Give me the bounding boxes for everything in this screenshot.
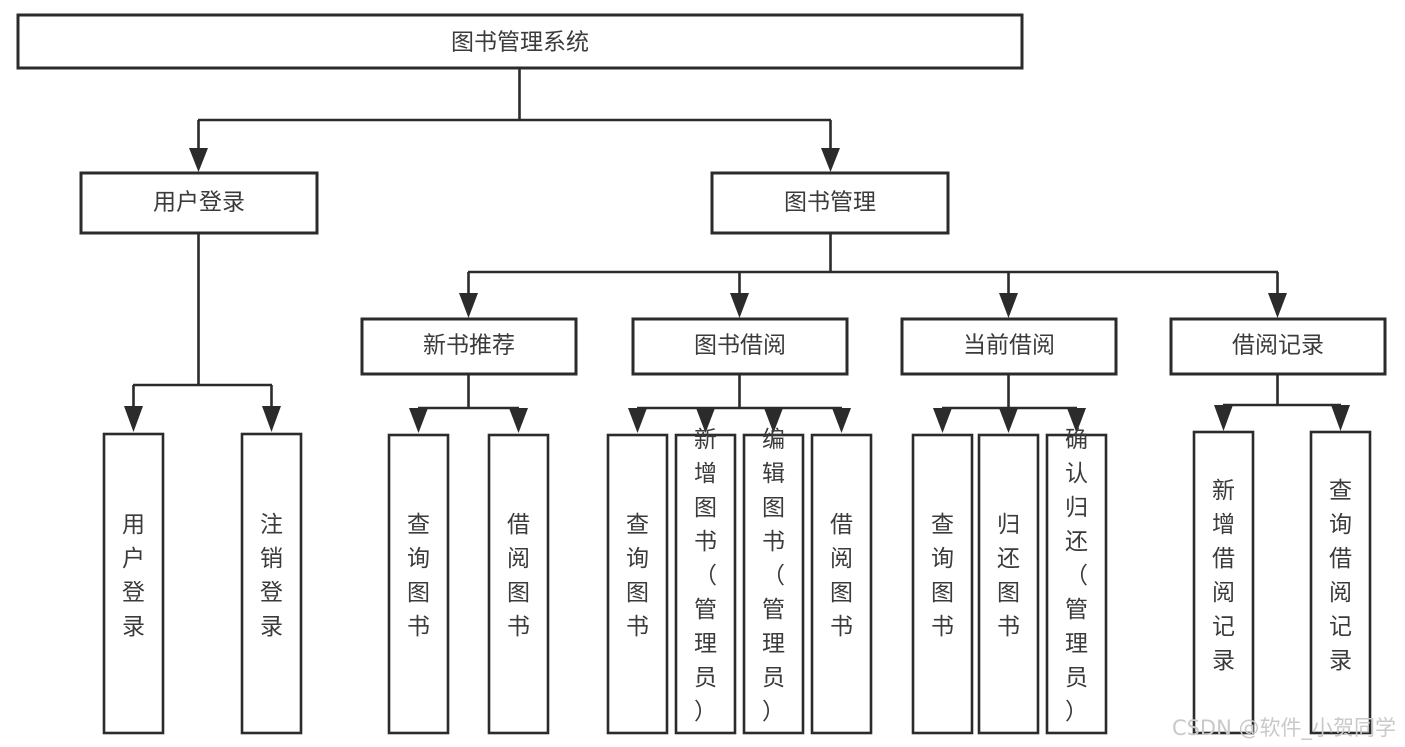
- arrow-root-to-userlogin: [189, 148, 208, 172]
- arrow-userlogin-leaf2: [262, 406, 281, 432]
- node-current-borrow[interactable]: 当前借阅: [900, 317, 1118, 376]
- leaf-book-borrow-2[interactable]: 编辑图书（管理员）: [742, 427, 805, 735]
- arrow-current-l3: [1067, 408, 1086, 433]
- arrow-record-l1: [1214, 405, 1233, 431]
- arrow-userlogin-leaf1: [124, 406, 143, 432]
- leaf-new-book-0[interactable]: 查询图书: [387, 433, 450, 735]
- leaf-book-borrow-0-label: 查询图书: [626, 512, 649, 640]
- leaf-current-borrow-1[interactable]: 归还图书: [977, 433, 1040, 735]
- leaf-new-book-1-box[interactable]: [487, 433, 550, 735]
- node-root-label: 图书管理系统: [451, 30, 589, 56]
- leaf-borrow-record-0-label: 新增借阅记录: [1212, 478, 1235, 674]
- node-borrow-record[interactable]: 借阅记录: [1169, 317, 1387, 376]
- node-user-login[interactable]: 用户登录: [79, 171, 319, 235]
- leaf-current-borrow-2-label: 确认归还（管理员）: [1065, 427, 1088, 725]
- arrow-current-l1: [933, 408, 952, 433]
- arrow-bookmgmt-record: [1268, 293, 1287, 318]
- arrow-bookmgmt-newbook: [459, 293, 478, 318]
- connector-layer: [124, 68, 1350, 433]
- leaf-current-borrow-1-label: 归还图书: [997, 512, 1020, 640]
- node-book-management[interactable]: 图书管理: [710, 171, 950, 235]
- leaf-book-borrow-1-label: 新增图书（管理员）: [694, 427, 717, 725]
- arrow-borrow-l2: [696, 408, 715, 433]
- leaf-borrow-record-1[interactable]: 查询借阅记录: [1309, 430, 1372, 735]
- leaf-user-login-1[interactable]: 注销登录: [240, 432, 303, 735]
- arrow-bookmgmt-current: [999, 293, 1018, 318]
- leaf-borrow-record-1-label: 查询借阅记录: [1329, 478, 1352, 674]
- leaf-user-login-0-box[interactable]: [102, 432, 165, 735]
- leaf-user-login-1-box[interactable]: [240, 432, 303, 735]
- leaf-current-borrow-2[interactable]: 确认归还（管理员）: [1045, 427, 1108, 735]
- node-book-borrow-box[interactable]: [631, 317, 849, 376]
- node-root[interactable]: 图书管理系统: [16, 13, 1024, 70]
- node-book-management-label: 图书管理: [784, 190, 876, 216]
- leaf-book-borrow-0-box[interactable]: [606, 433, 669, 735]
- leaf-book-borrow-3-label: 借阅图书: [830, 512, 853, 640]
- leaf-book-borrow-0[interactable]: 查询图书: [606, 433, 669, 735]
- leaf-book-borrow-2-box[interactable]: [742, 433, 805, 735]
- leaf-book-borrow-1-box[interactable]: [674, 433, 737, 735]
- leaf-borrow-record-0-box[interactable]: [1192, 430, 1255, 735]
- leaf-new-book-0-label: 查询图书: [407, 512, 430, 640]
- leaf-current-borrow-0-label: 查询图书: [931, 512, 954, 640]
- node-new-book-recommend-box[interactable]: [360, 317, 578, 376]
- leaf-borrow-record-0[interactable]: 新增借阅记录: [1192, 430, 1255, 735]
- node-book-borrow[interactable]: 图书借阅: [631, 317, 849, 376]
- leaf-current-borrow-0-box[interactable]: [911, 433, 974, 735]
- leaf-new-book-1[interactable]: 借阅图书: [487, 433, 550, 735]
- leaf-book-borrow-2-label: 编辑图书（管理员）: [762, 427, 785, 725]
- node-new-book-recommend[interactable]: 新书推荐: [360, 317, 578, 376]
- node-new-book-recommend-label: 新书推荐: [423, 333, 515, 359]
- arrow-bookmgmt-borrow: [730, 293, 749, 318]
- arrow-record-l2: [1331, 405, 1350, 431]
- node-current-borrow-box[interactable]: [900, 317, 1118, 376]
- leaf-book-borrow-1[interactable]: 新增图书（管理员）: [674, 427, 737, 735]
- leaf-new-book-0-box[interactable]: [387, 433, 450, 735]
- node-current-borrow-label: 当前借阅: [963, 333, 1055, 359]
- arrow-borrow-l3: [764, 408, 783, 433]
- node-book-management-box[interactable]: [710, 171, 950, 235]
- csdn-watermark: CSDN @软件_小贺同学: [1172, 716, 1396, 741]
- node-root-box[interactable]: [16, 13, 1024, 70]
- node-book-borrow-label: 图书借阅: [694, 333, 786, 359]
- leaf-book-borrow-3[interactable]: 借阅图书: [810, 433, 873, 735]
- leaf-new-book-1-label: 借阅图书: [507, 512, 530, 640]
- leaf-current-borrow-2-box[interactable]: [1045, 433, 1108, 735]
- leaf-user-login-1-label: 注销登录: [260, 512, 283, 640]
- leaf-current-borrow-1-box[interactable]: [977, 433, 1040, 735]
- leaf-book-borrow-3-box[interactable]: [810, 433, 873, 735]
- leaf-current-borrow-0[interactable]: 查询图书: [911, 433, 974, 735]
- node-borrow-record-box[interactable]: [1169, 317, 1387, 376]
- arrow-newbook-l2: [509, 408, 528, 433]
- arrow-borrow-l4: [832, 408, 851, 433]
- leaf-user-login-0[interactable]: 用户登录: [102, 432, 165, 735]
- arrow-borrow-l1: [628, 408, 647, 433]
- node-user-login-box[interactable]: [79, 171, 319, 235]
- arrow-root-to-bookmgmt: [821, 148, 840, 172]
- arrow-current-l2: [999, 408, 1018, 433]
- node-user-login-label: 用户登录: [153, 190, 245, 216]
- leaf-borrow-record-1-box[interactable]: [1309, 430, 1372, 735]
- arrow-newbook-l1: [409, 408, 428, 433]
- leaf-user-login-0-label: 用户登录: [122, 512, 145, 640]
- node-borrow-record-label: 借阅记录: [1232, 333, 1324, 359]
